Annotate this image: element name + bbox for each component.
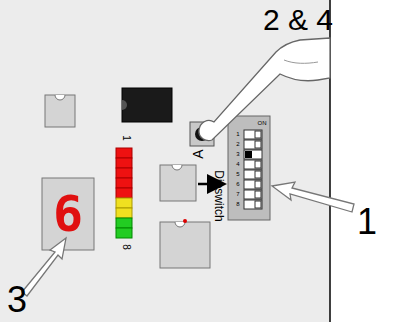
switch-number: 3 (236, 151, 239, 157)
led-index: 1 (121, 135, 131, 141)
chip (45, 95, 75, 127)
switch-on-label: ON (258, 120, 267, 126)
switch-number: 8 (236, 201, 239, 207)
switch-number: 4 (236, 161, 239, 167)
part-name: Dipswitch (213, 170, 225, 221)
switch-number: 6 (236, 181, 239, 187)
dipswitch (228, 116, 270, 220)
chip-notch (172, 165, 182, 170)
callout-arrow (272, 182, 354, 212)
marker-dot (183, 219, 187, 223)
led-bar (116, 148, 132, 238)
led-index: 8 (121, 244, 131, 250)
chip-notch (175, 222, 185, 227)
pointing-hand (199, 38, 330, 141)
black-chip (122, 88, 172, 122)
callout-number: 1 (357, 204, 377, 240)
display-digit: 6 (53, 189, 83, 239)
finger-crease (284, 60, 318, 63)
switch-number: 2 (236, 141, 239, 147)
chip-notch (55, 95, 65, 100)
seven-segment-display (42, 178, 94, 250)
switch-number: 5 (236, 171, 239, 177)
chip-notch (122, 100, 127, 110)
button-label: A (191, 149, 205, 158)
step-number: 2 & 4 (263, 5, 333, 35)
circuit-board (0, 0, 330, 322)
switch-number: 1 (236, 131, 239, 137)
callout-number: 3 (7, 282, 27, 318)
chip (160, 222, 210, 268)
chip (160, 165, 196, 201)
switch-number: 7 (236, 191, 239, 197)
callout-arrow (22, 238, 66, 296)
